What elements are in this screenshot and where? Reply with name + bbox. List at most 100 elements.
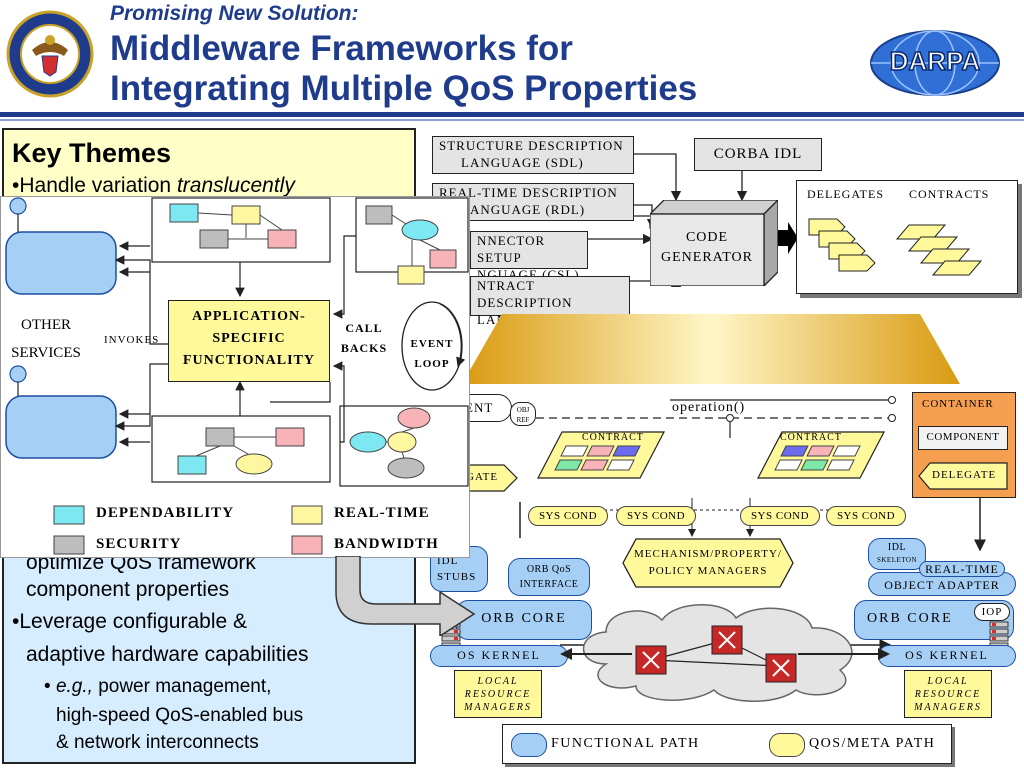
event-loop-label: EVENT LOOP	[402, 334, 462, 374]
network-cloud	[566, 604, 878, 702]
functional-path-swatch	[511, 733, 547, 757]
key-themes-title: Key Themes	[12, 138, 172, 168]
contracts-label: CONTRACTS	[909, 187, 990, 201]
orb-core-left: ORB CORE	[456, 600, 592, 640]
rt-adapter-line1: REAL-TIME	[919, 561, 1005, 577]
cdl-line1: NTRACT DESCRIPTION	[477, 278, 573, 310]
contract-left: CONTRACT	[536, 430, 666, 480]
call-backs-line2: BACKS	[340, 341, 388, 355]
lrm-left-line1: LOCAL	[477, 676, 519, 687]
call-backs-line1: CALL	[345, 321, 383, 335]
lrm-left-line2: RESOURCE	[464, 689, 532, 700]
key-themes-sub-line1: • e.g., power management,	[44, 676, 271, 698]
orb-qos-line2: INTERFACE	[519, 579, 579, 590]
slide-title-line1: Middleware Frameworks for	[110, 29, 573, 68]
idl-skeleton-box: IDL SKELETON	[868, 538, 926, 570]
delegates-contracts-shapes	[808, 218, 983, 276]
contract-left-label: CONTRACT	[582, 432, 644, 443]
path-legend: FUNCTIONAL PATH QOS/META PATH	[502, 724, 952, 764]
event-loop-line1: EVENT	[410, 338, 454, 350]
obj-ref-line1: OBJ	[516, 406, 530, 414]
code-gen-line2: GENERATOR	[661, 250, 753, 265]
slide-subtitle: Promising New Solution:	[110, 2, 359, 25]
router-icon	[635, 625, 797, 683]
lrm-left: LOCAL RESOURCE MANAGERS	[454, 670, 542, 718]
lrm-right: LOCAL RESOURCE MANAGERS	[904, 670, 992, 718]
app-specific-text: APPLICATION- SPECIFIC FUNCTIONALITY	[168, 306, 330, 372]
sys-cond-3: SYS COND	[740, 506, 820, 526]
code-gen-line1: CODE	[685, 230, 729, 245]
lrm-right-line3: MANAGERS	[914, 702, 982, 713]
mech-line2: POLICY MANAGERS	[648, 565, 768, 577]
sys-cond-2: SYS COND	[616, 506, 696, 526]
os-kernel-left: OS KERNEL	[430, 645, 568, 667]
orb-qos-line1: ORB QoS	[526, 564, 572, 575]
transition-arrow	[335, 556, 476, 636]
delegate-left-label: GATE	[466, 471, 499, 483]
iop-label: IOP	[981, 606, 1003, 618]
functional-path-label: FUNCTIONAL PATH	[551, 736, 700, 751]
delegates-contracts-box: DELEGATES CONTRACTS	[796, 180, 1018, 294]
orb-qos-interface-box: ORB QoS INTERFACE	[508, 558, 590, 596]
cdl-box: NTRACT DESCRIPTION LANGUAGE (CDL)	[470, 276, 630, 327]
lrm-left-line3: MANAGERS	[464, 702, 532, 713]
delegate-left-box: GATE	[459, 464, 518, 492]
overlay-connectors	[5, 197, 469, 555]
delegates-label: DELEGATES	[807, 187, 884, 201]
gold-funnel-graphic	[462, 314, 960, 384]
dod-seal-logo	[6, 10, 94, 98]
lrm-right-line1: LOCAL	[927, 676, 969, 687]
sdl-line2: LANGUAGE (SDL)	[461, 155, 584, 170]
darpa-label: DARPA	[889, 45, 981, 77]
sdl-line1: STRUCTURE DESCRIPTION	[439, 138, 624, 153]
idl-skel-line2: SKELETON	[876, 556, 918, 564]
code-generator-box: CODE GENERATOR	[648, 198, 780, 288]
legend-dependability: DEPENDABILITY	[96, 505, 235, 521]
qos-meta-path-label: QOS/META PATH	[809, 736, 936, 751]
lrm-right-line2: RESOURCE	[914, 689, 982, 700]
legend-bandwidth: BANDWIDTH	[334, 536, 439, 552]
corba-idl-box: CORBA IDL	[694, 138, 822, 171]
sys-cond-4: SYS COND	[826, 506, 906, 526]
app-line2: SPECIFIC	[212, 331, 286, 346]
app-line1: APPLICATION-	[192, 309, 306, 324]
call-backs-label: CALL BACKS	[340, 318, 388, 358]
delegate-right-box: DELEGATE	[918, 462, 1008, 490]
bullet1-italic: translucently	[176, 174, 295, 197]
qos-meta-path-swatch	[769, 733, 805, 757]
rdl-line1: REAL-TIME DESCRIPTION	[439, 185, 618, 200]
sys-cond-1: SYS COND	[528, 506, 608, 526]
key-themes-bullet3-line2: adaptive hardware capabilities	[26, 643, 309, 666]
bullet1-prefix: •Handle variation	[12, 174, 177, 197]
legend-real-time: REAL-TIME	[334, 505, 430, 521]
rt-adapter-line2: OBJECT ADAPTER	[884, 578, 1000, 592]
sub-italic: e.g.,	[55, 676, 93, 697]
csl-box: NNECTOR SETUP NGUAGE (CSL)	[470, 231, 588, 282]
slide-title-line2: Integrating Multiple QoS Properties	[110, 69, 698, 108]
mechanism-policy-managers: MECHANISM/PROPERTY/ POLICY MANAGERS	[622, 538, 794, 588]
component-box: COMPONENT	[918, 426, 1008, 450]
key-themes-bullet2-line2: component properties	[26, 578, 230, 601]
key-themes-sub-line3: & network interconnects	[56, 732, 259, 753]
key-themes-sub-line2: high-speed QoS-enabled bus	[56, 705, 304, 726]
client-label: ENT	[465, 400, 494, 415]
container-label: CONTAINER	[922, 398, 994, 410]
other-services-line2: SERVICES	[11, 345, 81, 361]
idl-stubs-line2: STUBS	[437, 571, 477, 583]
event-loop-line2: LOOP	[414, 358, 450, 370]
sub-bullet-marker: •	[44, 676, 51, 697]
other-services-line1: OTHER	[21, 317, 71, 333]
legend-security: SECURITY	[96, 536, 182, 552]
sdl-box: STRUCTURE DESCRIPTION LANGUAGE (SDL)	[432, 136, 634, 174]
app-specific-box	[168, 300, 330, 382]
key-themes-bullet1: •Handle variation translucently	[12, 174, 295, 198]
darpa-logo: DARPA	[868, 28, 1002, 98]
key-themes-bullet3-line1: •Leverage configurable &	[12, 610, 248, 633]
app-line3: FUNCTIONALITY	[182, 353, 315, 368]
orb-connectors	[510, 396, 986, 651]
contract-right-label: CONTRACT	[780, 432, 842, 443]
hardware-stack-icon-right	[989, 621, 1009, 648]
header-rule-thin	[0, 119, 1024, 121]
network-arrowheads	[560, 648, 890, 660]
os-kernel-right: OS KERNEL	[878, 645, 1016, 667]
